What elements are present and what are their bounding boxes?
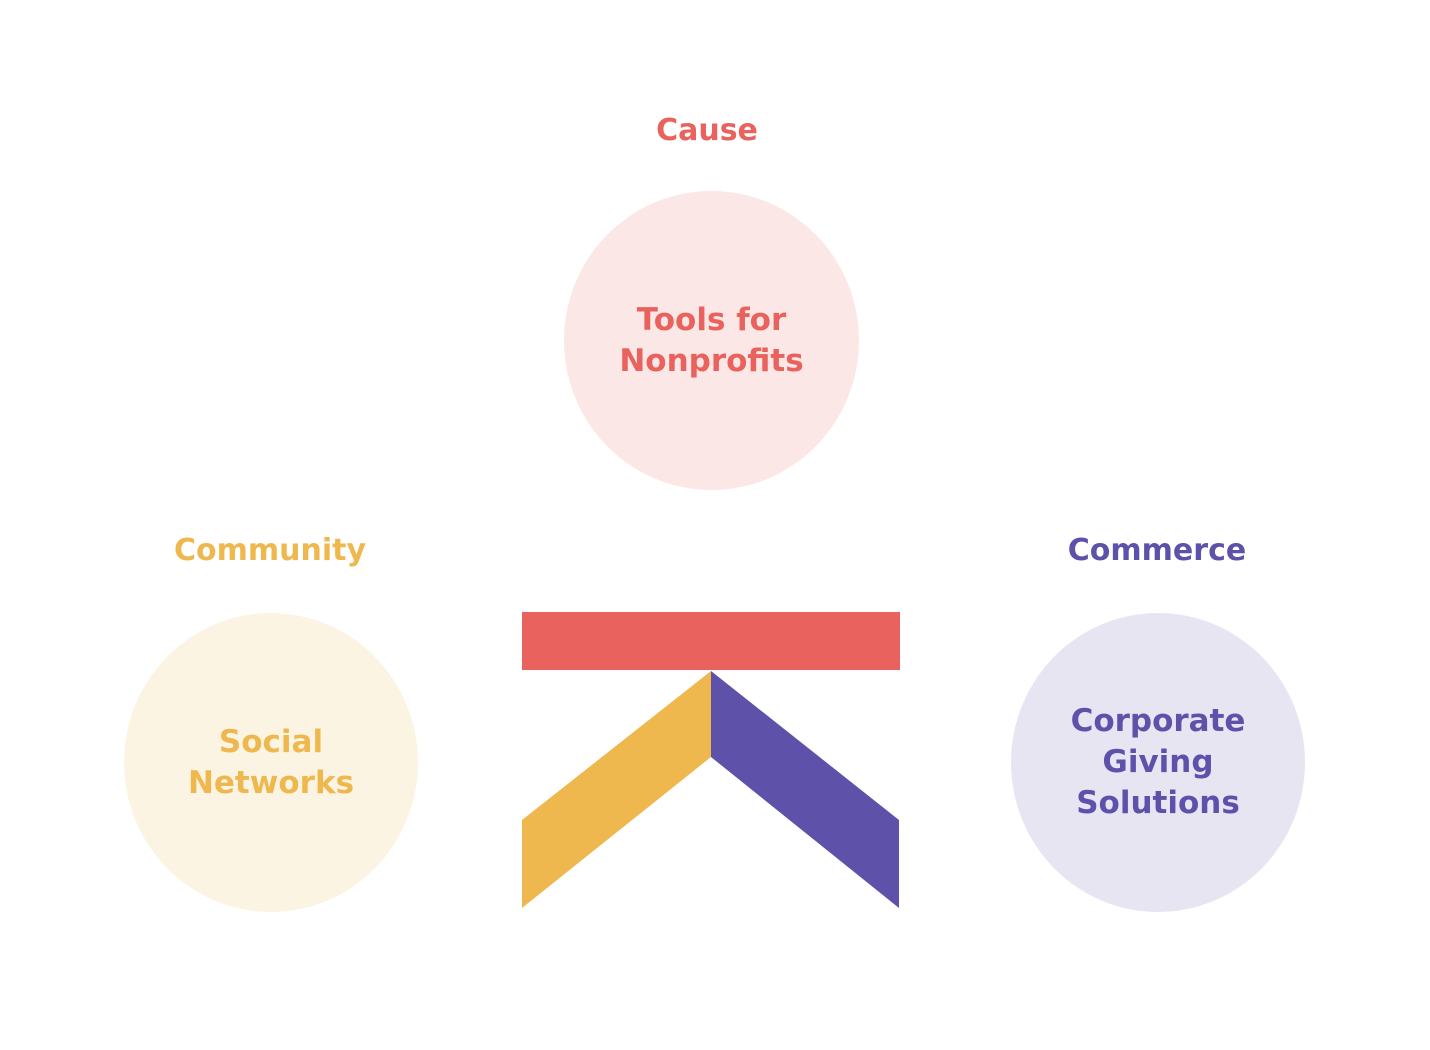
cause-circle: Tools for Nonprofits <box>564 191 859 490</box>
cause-circle-text: Tools for Nonprofits <box>619 300 803 382</box>
cause-heading: Cause <box>656 113 758 148</box>
community-circle: Social Networks <box>124 613 418 912</box>
commerce-circle: Corporate Giving Solutions <box>1011 613 1305 912</box>
community-text-line: Networks <box>187 764 355 801</box>
commerce-text-line: Giving <box>1102 744 1214 780</box>
commerce-text-line: Solutions <box>1076 785 1240 821</box>
commerce-circle-text: Corporate Giving Solutions <box>1071 701 1246 824</box>
logo-yellow-wing <box>522 671 711 908</box>
community-heading: Community <box>173 533 367 568</box>
logo-purple-wing <box>711 671 899 908</box>
cause-text-line: Nonprofits <box>619 342 804 379</box>
logo-red-bar <box>522 612 900 670</box>
brand-logo-icon <box>522 612 900 908</box>
community-text-line: Social <box>218 723 324 760</box>
community-circle-text: Social Networks <box>188 722 354 804</box>
commerce-heading: Commerce <box>1067 533 1247 568</box>
commerce-text-line: Corporate <box>1070 703 1246 739</box>
cause-text-line: Tools for <box>636 301 787 338</box>
